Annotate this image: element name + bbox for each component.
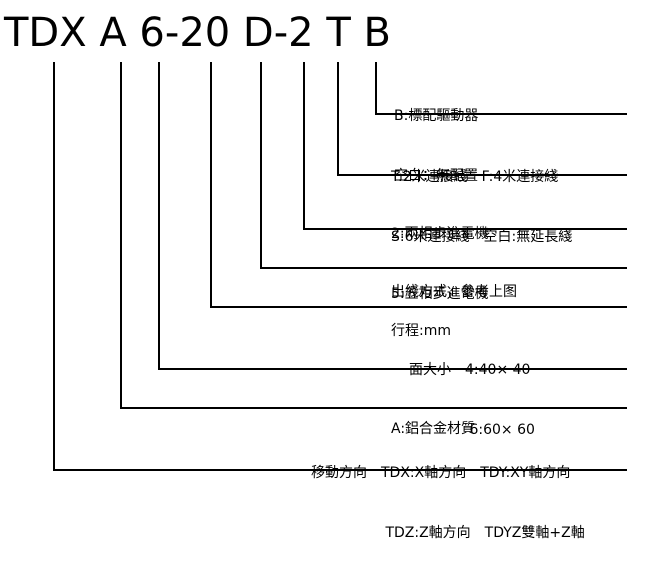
leader-line-drive — [375, 62, 627, 115]
leader-line-outlet — [260, 62, 627, 269]
label-cable: T:2米連接綫 F:4米連接綫 S:6米連接綫 空白:無延長綫 — [391, 127, 572, 267]
label-stroke-line-1: 行程:mm — [391, 323, 451, 339]
label-table-size: 面大小 4:40× 40 6:60× 60 — [409, 320, 535, 460]
label-table-size-line-1: 面大小 4:40× 40 — [409, 362, 531, 378]
leader-line-material — [120, 62, 627, 409]
label-material: A:鋁合金材質 — [391, 379, 475, 459]
label-direction-line-2: TDZ:Z軸方向 TDYZ雙軸+Z軸 — [311, 525, 585, 541]
leader-line-motor — [303, 62, 627, 230]
label-cable-line-1: T:2米連接綫 F:4米連接綫 — [391, 169, 559, 185]
leader-line-cable — [337, 62, 627, 176]
label-direction: 移動方向 TDX:X軸方向 TDY:XY軸方向 TDZ:Z軸方向 TDYZ雙軸+… — [311, 423, 585, 563]
label-drive: B:標配驅動器 空白：無配置 — [394, 66, 478, 206]
label-motor-line-2: 5:五相步進電機 — [391, 286, 489, 302]
label-material-line-1: A:鋁合金材質 — [391, 421, 476, 437]
label-drive-line-2: 空白：無配置 — [394, 168, 478, 184]
leader-line-table-size — [158, 62, 627, 370]
label-outlet: 出綫方式，參考上图 — [391, 242, 517, 322]
model-code: TDX A 6-20 D-2 T B — [4, 10, 391, 56]
label-table-size-line-2: 6:60× 60 — [409, 422, 535, 438]
label-outlet-line-1: 出綫方式，參考上图 — [391, 284, 517, 300]
label-cable-line-2: S:6米連接綫 空白:無延長綫 — [391, 229, 573, 245]
leader-line-stroke — [210, 62, 627, 308]
label-drive-line-1: B:標配驅動器 — [394, 108, 479, 124]
leader-lines — [53, 62, 627, 471]
label-motor: 2:兩相步進電機 5:五相步進電機 — [391, 184, 489, 324]
label-motor-line-1: 2:兩相步進電機 — [391, 226, 489, 242]
label-stroke: 行程:mm — [391, 281, 451, 361]
label-direction-line-1: 移動方向 TDX:X軸方向 TDY:XY軸方向 — [311, 465, 571, 481]
leader-line-direction — [53, 62, 627, 471]
